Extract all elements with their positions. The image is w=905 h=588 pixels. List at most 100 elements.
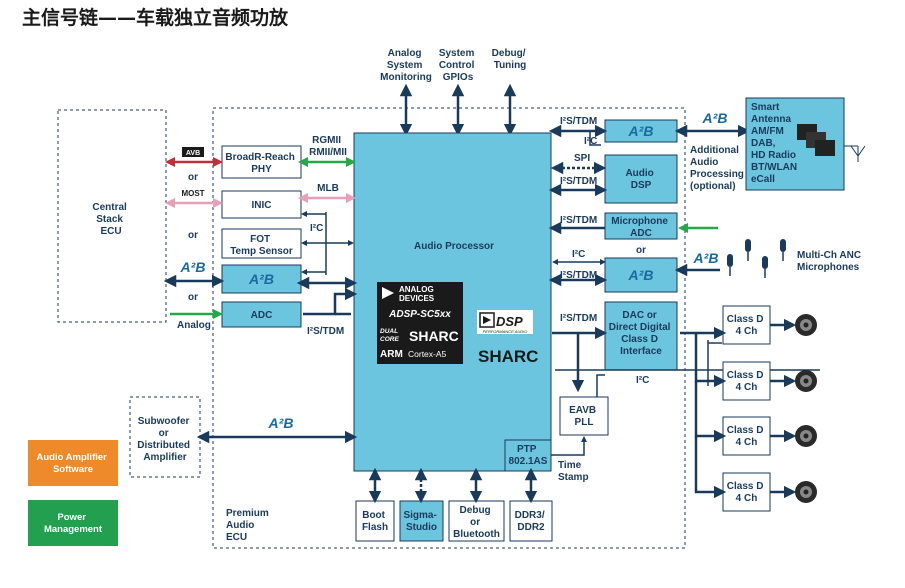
microphone-icon [780, 239, 786, 261]
class-d-label-3: Class D 4 Ch [727, 425, 766, 448]
fot-temp-sensor-label: FOT Temp Sensor [230, 234, 293, 257]
a2b-left-logo: A²B [248, 271, 274, 287]
time-stamp-label: Time Stamp [558, 460, 589, 483]
class-d-label-4: Class D 4 Ch [727, 481, 766, 504]
rgmii-label: RGMII RMII/MII [309, 135, 347, 158]
debug-bluetooth-block [448, 500, 505, 542]
debug-tuning-label: Debug/ Tuning [492, 48, 529, 71]
speaker-icon [795, 370, 817, 392]
dsp-performance-badge: DSP PERFORMANCE AUDIO [477, 310, 533, 334]
ptp-label: PTP 802.1AS [509, 444, 548, 467]
antenna-icon [844, 145, 866, 162]
boot-flash-label: Boot Flash [362, 510, 388, 533]
anc-microphones-label: Multi-Ch ANC Microphones [797, 250, 864, 273]
class-d-block-1 [722, 305, 771, 345]
class-d-block-2 [722, 361, 771, 401]
dsp-logo: DSP [496, 314, 523, 329]
speaker-icon [795, 481, 817, 503]
microphone-icon [762, 256, 768, 278]
a2b-anc-logo: A²B [693, 250, 719, 266]
performance-audio-label: PERFORMANCE AUDIO [483, 329, 528, 334]
microphone-icon [745, 239, 751, 261]
avb-badge [182, 147, 204, 157]
i2c-left-label: I²C [310, 223, 323, 234]
sharc-logo: SHARC [478, 347, 538, 366]
mlb-label: MLB [317, 183, 339, 194]
monitoring-label: Analog System Monitoring [380, 48, 432, 83]
i2c-class-d-label: I²C [636, 375, 649, 386]
a2b-antenna-logo: A²B [702, 110, 728, 126]
class-d-label-2: Class D 4 Ch [727, 370, 766, 393]
i2c-right-top-link [589, 131, 601, 146]
analog-label: Analog [177, 320, 211, 331]
chip-image-3 [815, 140, 835, 156]
central-stack-frame [57, 109, 167, 323]
adc-left-label: ADC [251, 310, 273, 321]
eavb-pll-label: EAVB PLL [569, 405, 599, 428]
microphone-adc-label: Microphone ADC [611, 216, 670, 239]
audio-dsp-label: Audio DSP [625, 168, 656, 191]
additional-processing-label: Additional Audio Processing (optional) [690, 145, 747, 192]
power-management-label: Power Management [44, 512, 103, 535]
power-management-box [28, 500, 118, 546]
time-stamp-link [551, 436, 587, 456]
spi-label: SPI [574, 153, 590, 164]
microphone-icon [727, 254, 733, 276]
inic-block [221, 190, 302, 219]
a2b-right-top-logo: A²B [628, 123, 654, 139]
i2s-tdm-right-1: I²S/TDM [560, 116, 597, 127]
eavb-pll-block [559, 396, 609, 436]
debug-bluetooth-label: Debug or Bluetooth [453, 505, 500, 540]
adi-logo-line2: DEVICES [399, 294, 435, 303]
dac-to-class-d-4 [694, 436, 727, 499]
dac-to-class-d-3 [694, 381, 727, 443]
i2s-tdm-right-2: I²S/TDM [560, 176, 597, 187]
i2s-tdm-right-4: I²S/TDM [560, 270, 597, 281]
ddr-block [509, 500, 553, 542]
sigma-studio-block [399, 500, 444, 542]
a2b-subwoofer-logo: A²B [268, 415, 294, 431]
boot-flash-block [355, 500, 395, 542]
class-d-block-3 [722, 416, 771, 456]
inic-label: INIC [252, 200, 272, 211]
a2b-left-block [221, 264, 302, 294]
or-a2b-analog: or [188, 292, 198, 303]
dual-core-line2: CORE [380, 336, 399, 343]
audio-amplifier-software-box [28, 440, 118, 486]
or-mic-a2b: or [636, 245, 646, 256]
arm-logo: ARM [380, 349, 403, 360]
adc-processor-link [303, 287, 358, 316]
central-stack-label: Central Stack ECU [92, 202, 129, 237]
a2b-right-mid-logo: A²B [628, 267, 654, 283]
class-d-label-1: Class D 4 Ch [727, 314, 766, 337]
i2c-right-top-label: I²C [584, 136, 597, 147]
gpio-label: System Control GPIOs [439, 48, 477, 83]
ptp-block [504, 439, 552, 472]
sigma-studio-label: Sigma- Studio [403, 510, 439, 533]
audio-processor-label: Audio Processor [414, 241, 494, 252]
broadr-reach-label: BroadR-Reach PHY [225, 152, 297, 175]
speaker-icon [795, 314, 817, 336]
or-avb-most: or [188, 172, 198, 183]
microphone-icons [727, 239, 786, 278]
cortex-label: Cortex-A5 [408, 349, 447, 359]
adc-left-block [221, 301, 302, 328]
subwoofer-label: Subwoofer or Distributed Amplifier [137, 416, 193, 463]
adi-chip-badge: ANALOG DEVICES ADSP-SC5xx DUAL CORE SHAR… [377, 282, 463, 364]
avb-logo: AVB [186, 150, 200, 157]
dual-core-line1: DUAL [380, 328, 398, 335]
dac-class-d-interface-block [604, 301, 678, 371]
class-d-block-4 [722, 472, 771, 512]
eavb-to-dac-link [596, 374, 605, 397]
ddr-label: DDR3/ DDR2 [515, 510, 548, 533]
microphone-adc-block [604, 212, 678, 240]
i2c-right-mid-label: I²C [572, 249, 585, 260]
a2b-external-logo: A²B [180, 259, 206, 275]
premium-audio-ecu-frame [212, 107, 686, 549]
audio-amplifier-software-label: Audio Amplifier Software [36, 452, 109, 475]
dsp-triangle-icon [483, 316, 491, 324]
audio-dsp-block [604, 154, 678, 204]
adi-logo-line1: ANALOG [399, 285, 434, 294]
dac-class-d-label: DAC or Direct Digital Class D Interface [609, 310, 673, 357]
